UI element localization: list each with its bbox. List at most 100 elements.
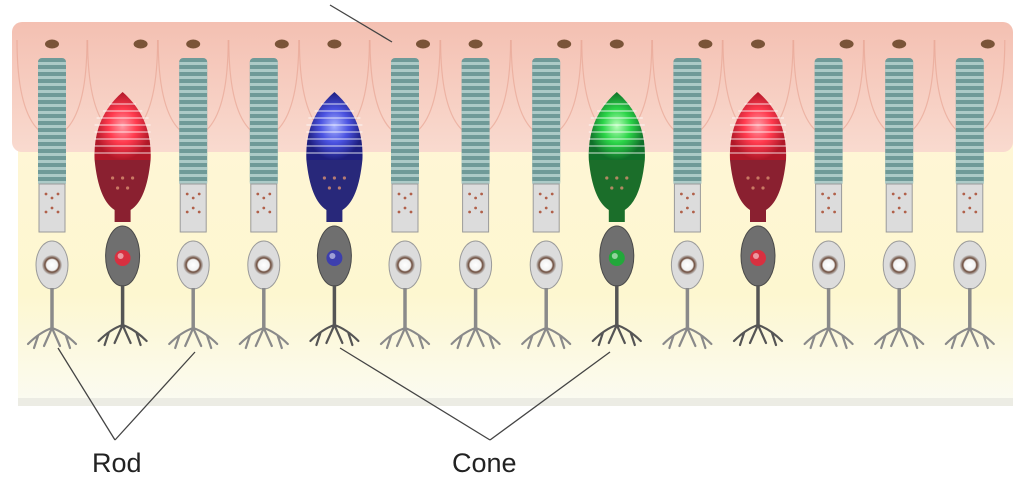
rod-disc: [885, 90, 913, 93]
rod-disc: [462, 111, 490, 114]
mitochondrion: [904, 211, 907, 214]
rod-disc: [885, 76, 913, 79]
mitochondrion: [615, 176, 618, 179]
rod-nucleus: [889, 255, 909, 275]
rod-disc: [885, 69, 913, 72]
rod-disc: [462, 104, 490, 107]
rod-disc: [815, 125, 843, 128]
rod-disc: [532, 62, 560, 65]
mitochondrion: [968, 197, 971, 200]
mitochondrion: [192, 207, 195, 210]
rod-disc: [532, 153, 560, 156]
rod-nucleus: [395, 255, 415, 275]
rod-disc: [673, 62, 701, 65]
epithelium-nucleus: [751, 40, 765, 49]
rod-disc: [462, 90, 490, 93]
epithelium-nucleus: [840, 40, 854, 49]
rod-disc: [391, 104, 419, 107]
rod-disc: [956, 132, 984, 135]
mitochondrion: [756, 176, 759, 179]
mitochondrion: [468, 193, 471, 196]
mitochondrion: [974, 211, 977, 214]
mitochondrion: [404, 197, 407, 200]
rod-disc: [885, 83, 913, 86]
rod-disc: [391, 62, 419, 65]
mitochondrion: [545, 197, 548, 200]
rod-disc: [38, 132, 66, 135]
rod-disc: [956, 174, 984, 177]
rod-disc: [956, 146, 984, 149]
rod-disc: [956, 90, 984, 93]
rod-disc: [179, 97, 207, 100]
mitochondrion: [131, 176, 134, 179]
rod-nucleus: [183, 255, 203, 275]
rod-disc: [885, 104, 913, 107]
mitochondrion: [192, 197, 195, 200]
mitochondrion: [338, 186, 341, 189]
mitochondrion: [821, 211, 824, 214]
rod-nucleus: [254, 255, 274, 275]
rod-disc: [462, 146, 490, 149]
rod-disc: [462, 76, 490, 79]
mitochondrion: [404, 207, 407, 210]
rod-disc: [532, 76, 560, 79]
rod-disc: [38, 118, 66, 121]
mitochondrion: [904, 193, 907, 196]
rod-disc: [462, 139, 490, 142]
rod-disc: [532, 160, 560, 163]
rod-disc: [391, 118, 419, 121]
rod-disc: [673, 125, 701, 128]
rod-nucleus: [819, 255, 839, 275]
rod-disc: [250, 118, 278, 121]
mitochondrion: [480, 193, 483, 196]
mitochondrion: [468, 211, 471, 214]
rod-disc: [462, 132, 490, 135]
rod-disc: [532, 97, 560, 100]
mitochondrion: [333, 176, 336, 179]
rod-disc: [179, 153, 207, 156]
rod-disc: [38, 76, 66, 79]
rod-disc: [38, 111, 66, 114]
rod-disc: [250, 146, 278, 149]
rod-disc: [391, 146, 419, 149]
rod-label: Rod: [92, 448, 142, 479]
mitochondrion: [398, 193, 401, 196]
mitochondrion: [692, 193, 695, 196]
rod-disc: [673, 160, 701, 163]
mitochondrion: [766, 176, 769, 179]
rod-disc: [673, 132, 701, 135]
rod-disc: [391, 139, 419, 142]
mitochondrion: [111, 176, 114, 179]
rod-disc: [532, 104, 560, 107]
rod-nucleus: [466, 255, 486, 275]
rod-disc: [815, 132, 843, 135]
rod-disc: [956, 125, 984, 128]
rod-disc: [179, 83, 207, 86]
rod-disc: [532, 139, 560, 142]
rod-disc: [250, 69, 278, 72]
rod-disc: [250, 104, 278, 107]
rod-disc: [673, 111, 701, 114]
rod-disc: [885, 167, 913, 170]
rod-disc: [38, 104, 66, 107]
rod-disc: [38, 174, 66, 177]
rod-disc: [532, 90, 560, 93]
nucleus-highlight: [753, 253, 759, 259]
mitochondrion: [610, 186, 613, 189]
mitochondrion: [57, 193, 60, 196]
rod-disc: [250, 153, 278, 156]
rod-disc: [179, 139, 207, 142]
rod-disc: [885, 118, 913, 121]
mitochondrion: [398, 211, 401, 214]
nucleus-highlight: [612, 253, 618, 259]
mitochondrion: [962, 193, 965, 196]
mitochondrion: [625, 176, 628, 179]
rod-disc: [391, 160, 419, 163]
rod-disc: [532, 174, 560, 177]
rod-disc: [462, 160, 490, 163]
rod-disc: [462, 174, 490, 177]
rod-disc: [38, 69, 66, 72]
mitochondrion: [827, 197, 830, 200]
rod-disc: [250, 83, 278, 86]
rod-disc: [885, 125, 913, 128]
